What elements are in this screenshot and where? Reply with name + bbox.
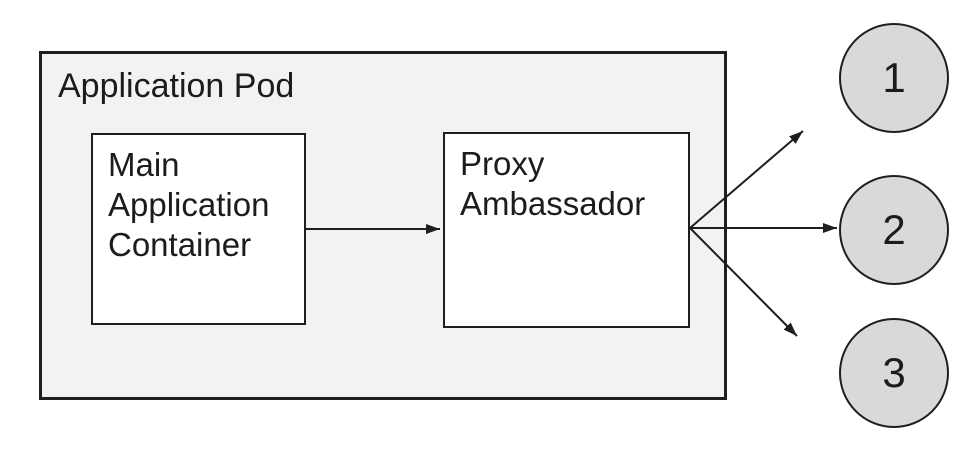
proxy-ambassador-node: Proxy Ambassador	[443, 132, 690, 328]
main-application-container-label: Main Application Container	[108, 146, 270, 263]
endpoint-3-label: 3	[882, 349, 906, 396]
application-pod-label: Application Pod	[58, 67, 295, 105]
endpoint-circle-2: 2	[839, 175, 949, 285]
endpoint-1-label: 1	[882, 54, 906, 101]
proxy-ambassador-label: Proxy Ambassador	[460, 145, 646, 222]
endpoint-circle-3: 3	[839, 318, 949, 428]
main-application-container-node: Main Application Container	[91, 133, 306, 325]
application-pod-box: Application Pod Main Application Contain…	[39, 51, 727, 400]
endpoint-2-label: 2	[882, 206, 906, 253]
endpoint-circle-1: 1	[839, 23, 949, 133]
